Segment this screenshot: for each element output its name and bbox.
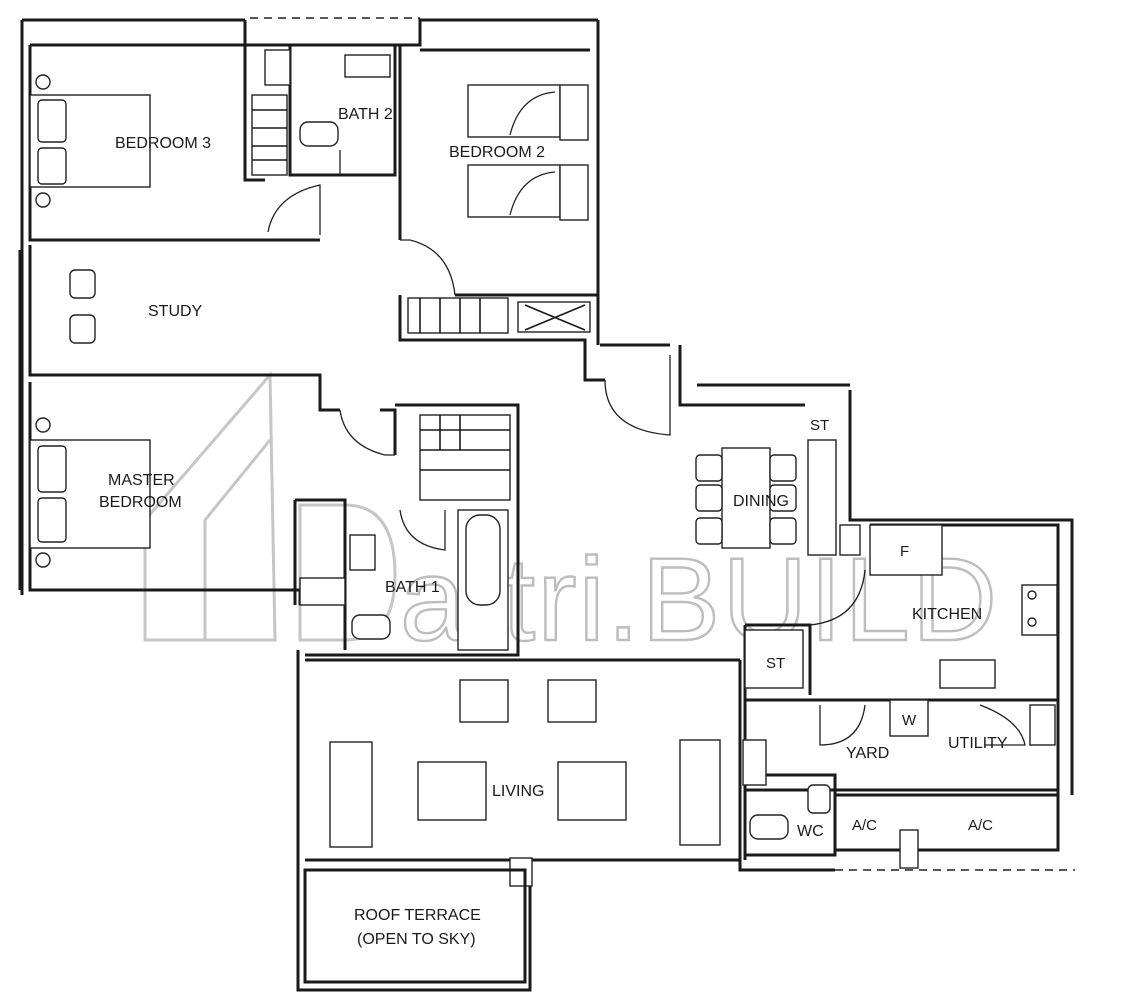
label-kitchen: KITCHEN <box>912 606 982 623</box>
living-furniture <box>329 679 721 887</box>
label-store-dining: ST <box>810 417 829 434</box>
label-ac-right: A/C <box>968 817 993 834</box>
bedroom2-furniture <box>407 84 591 334</box>
label-washer: W <box>902 712 917 729</box>
doors <box>267 150 1026 746</box>
label-store-kitchen: ST <box>766 655 785 672</box>
label-roof-terrace-line1: ROOF TERRACE <box>354 907 481 924</box>
master-bedroom-furniture <box>29 414 511 568</box>
label-study: STUDY <box>148 303 203 320</box>
label-master-line1: MASTER <box>108 472 175 489</box>
label-bath2: BATH 2 <box>338 106 393 123</box>
label-fridge: F <box>900 543 909 560</box>
fixture-labels: ST ST F W A/C A/C <box>766 417 993 834</box>
label-master-line2: BEDROOM <box>99 494 182 511</box>
label-wc: WC <box>797 823 824 840</box>
study-furniture <box>69 269 96 344</box>
bath1-fixtures <box>299 509 509 651</box>
label-bath1: BATH 1 <box>385 579 440 596</box>
service-fixtures <box>742 699 1056 869</box>
bedroom3-furniture <box>29 74 288 208</box>
label-ac-left: A/C <box>852 817 877 834</box>
label-yard: YARD <box>846 745 889 762</box>
label-living: LIVING <box>492 783 544 800</box>
label-roof-terrace-line2: (OPEN TO SKY) <box>357 931 476 948</box>
room-labels: BEDROOM 3 BATH 2 BEDROOM 2 STUDY MASTER … <box>99 106 1008 948</box>
label-dining: DINING <box>733 493 789 510</box>
label-bedroom2: BEDROOM 2 <box>449 144 545 161</box>
label-utility: UTILITY <box>948 735 1008 752</box>
kitchen-fixtures <box>744 524 1058 689</box>
dining-furniture <box>695 439 861 556</box>
bath2-fixtures <box>264 49 391 147</box>
label-bedroom3: BEDROOM 3 <box>115 135 211 152</box>
roof-terrace <box>303 868 527 984</box>
